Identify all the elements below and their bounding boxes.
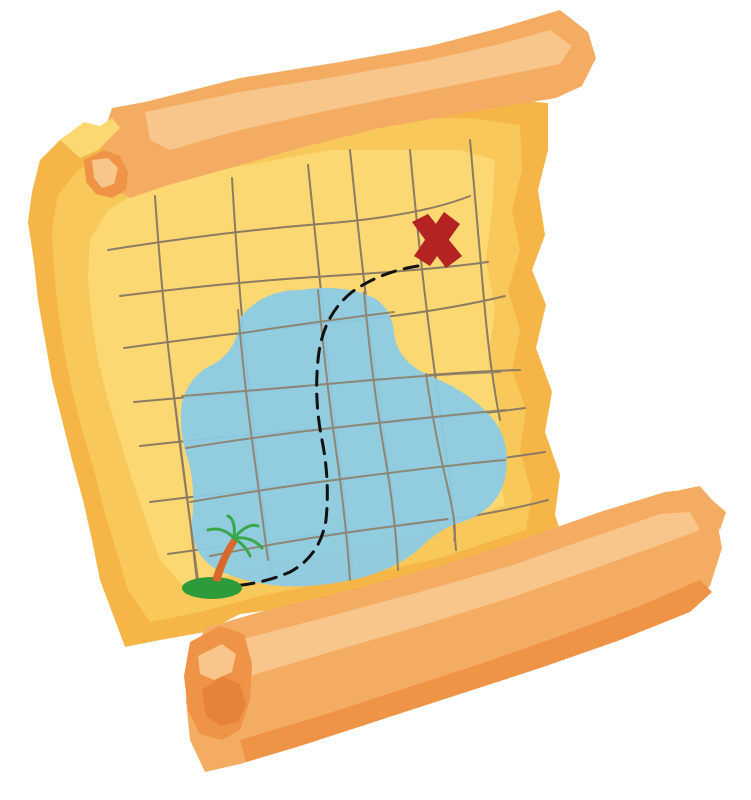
bottom-roll-curl [198, 644, 236, 680]
palm-leaf-2 [226, 514, 236, 540]
lake-grid-col-5 [425, 373, 456, 541]
grid-row-2 [119, 261, 489, 297]
top-roll-curl [92, 158, 118, 188]
palm-leaves [206, 514, 264, 558]
island-group [182, 514, 264, 599]
bottom-roll-curl-shadow [202, 676, 246, 726]
bottom-roll-torn-end [680, 486, 726, 530]
island [182, 577, 242, 599]
lake-grid-row-7 [209, 518, 449, 557]
palm-trunk [212, 538, 238, 582]
lake-grid-col-1 [171, 379, 199, 581]
top-scroll-roll [60, 10, 596, 198]
lake-grid-row-3 [235, 311, 395, 335]
bottom-roll-lower-shade [240, 580, 712, 762]
palm-leaf-3 [232, 523, 260, 540]
lake-grid-col-2 [237, 309, 269, 561]
lake-grid-lines [171, 289, 506, 581]
lake-grid-row-4 [181, 371, 501, 397]
lake-grid-row-5 [185, 409, 506, 449]
top-torn-corner [60, 118, 120, 158]
bottom-scroll-roll [184, 486, 726, 772]
palm-leaf-4 [232, 536, 264, 550]
grid-row-1 [107, 195, 471, 251]
x-mark-stroke-2 [414, 212, 460, 266]
top-roll-highlight [145, 30, 572, 150]
grid-col-6 [469, 139, 501, 421]
palm-leaf-1 [206, 527, 236, 540]
dashed-path [230, 264, 420, 588]
lake-grid-col-3 [317, 289, 351, 581]
lake-grid-row-6 [189, 459, 506, 503]
lake-grid-col-4 [363, 291, 399, 571]
bottom-roll-highlight [236, 512, 700, 676]
x-mark [412, 212, 462, 268]
palm-leaf-5 [232, 536, 252, 558]
